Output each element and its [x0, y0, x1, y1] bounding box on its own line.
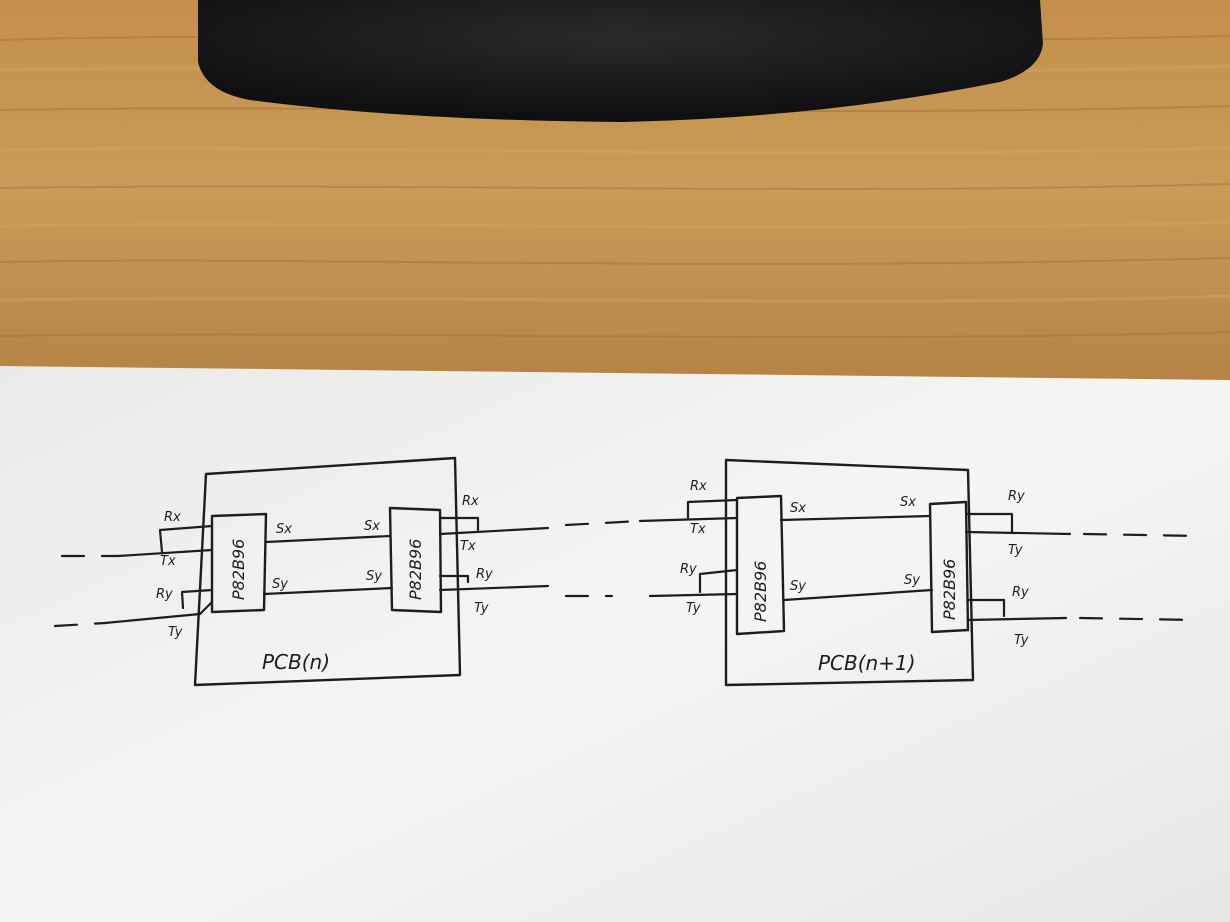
pcb-n-sx-right-label: Sx — [364, 519, 380, 534]
pcb-n-right-rx-label: Rx — [462, 494, 479, 509]
pcb-n-left-ry-label: Ry — [156, 587, 173, 602]
pcb-n-plus-1-board — [638, 458, 1202, 687]
pcb-n-left-tx-label: Tx — [160, 554, 176, 569]
pcb-n-label: PCB(n) — [262, 650, 330, 674]
pcb-n-left-rx-stub — [158, 524, 214, 554]
pcb-n-left-ry-stub — [180, 588, 214, 610]
pcb-n-plus-1-outline — [724, 458, 975, 687]
pcb-n-sy-right-label: Sy — [366, 569, 382, 584]
pcb-n-left-rx-label: Rx — [164, 510, 181, 525]
pcb-n-plus-1-chip-left — [735, 494, 786, 636]
pcb-n-board — [53, 456, 550, 687]
pcb-n-right-x-line — [438, 526, 550, 536]
pcb-n-plus-1-sx-left-label: Sx — [790, 501, 806, 516]
pcb-n-left-ty-dash — [53, 621, 107, 628]
monitor-stand-base — [198, 0, 1043, 122]
paper-sheet — [0, 366, 1230, 922]
pcb-n-right-ry-stub — [438, 574, 470, 584]
pcb-n-plus-1-left-ry-label: Ry — [680, 562, 697, 577]
pcb-n-plus-1-right-ry-label: Ry — [1012, 585, 1029, 600]
pcb-n-left-x-line — [116, 548, 214, 558]
pcb-n-sx-left-label: Sx — [276, 522, 292, 537]
pcb-n-plus-1-left-ty-label: Ty — [686, 601, 701, 616]
pcb-n-plus-1-chip-right-label: P82B96 — [940, 559, 959, 620]
pcb-n-chip-left — [210, 512, 268, 614]
pcb-n-chip-left-label: P82B96 — [229, 539, 248, 600]
pcb-n-plus-1-sx-right-label: Sx — [900, 495, 916, 510]
pcb-n-left-y-line — [103, 600, 214, 625]
pcb-n-plus-1-right-x-dash — [1082, 532, 1202, 538]
pcb-n-plus-1-right-tx-label: Ty — [1008, 543, 1023, 558]
pcb-n-plus-1-sy-left-label: Sy — [790, 579, 806, 594]
link-x-dash — [564, 519, 642, 527]
pcb-n-plus-1-right-ty-label: Ty — [1014, 633, 1029, 648]
pcb-n-right-ty-label: Ty — [474, 601, 489, 616]
pcb-n-sy-left-label: Sy — [272, 577, 288, 592]
pcb-n-left-ty-label: Ty — [168, 625, 183, 640]
pcb-n-plus-1-left-rx-stub — [686, 498, 739, 520]
pcb-n-plus-1-left-y-line — [648, 592, 739, 598]
pcb-n-chip-right-label: P82B96 — [406, 539, 425, 600]
pcb-n-plus-1-right-rx-label: Ry — [1008, 489, 1025, 504]
pcb-n-plus-1-left-ry-stub — [698, 568, 739, 594]
pcb-n-right-tx-label: Tx — [460, 539, 476, 554]
pcb-n-plus-1-sx-line — [779, 514, 932, 522]
pcb-n-sy-line — [262, 586, 394, 596]
pcb-n-chip-right — [388, 506, 443, 614]
pcb-n-right-ry-label: Ry — [476, 567, 493, 582]
pcb-n-plus-1-left-rx-label: Rx — [690, 479, 707, 494]
pcb-n-plus-1-label: PCB(n+1) — [818, 651, 916, 675]
pcb-n-plus-1-right-x-line — [964, 530, 1072, 536]
pcb-n-plus-1-right-y-dash — [1078, 616, 1198, 622]
pcb-n-plus-1-sy-right-label: Sy — [904, 573, 920, 588]
pcb-n-plus-1-left-x-line — [638, 516, 739, 523]
pcb-n-plus-1-left-tx-label: Tx — [690, 522, 706, 537]
pcb-n-sx-line — [264, 534, 392, 544]
pcb-n-right-y-line — [438, 584, 550, 592]
pcb-n-plus-1-right-y-line — [966, 616, 1068, 622]
pcb-n-plus-1-sy-line — [782, 588, 934, 602]
pcb-n-right-rx-stub — [438, 516, 480, 532]
pcb-n-plus-1-right-x-stub — [964, 512, 1014, 534]
pcb-n-plus-1-chip-left-label: P82B96 — [751, 561, 770, 622]
pcb-n-plus-1-right-y-stub — [966, 598, 1006, 618]
